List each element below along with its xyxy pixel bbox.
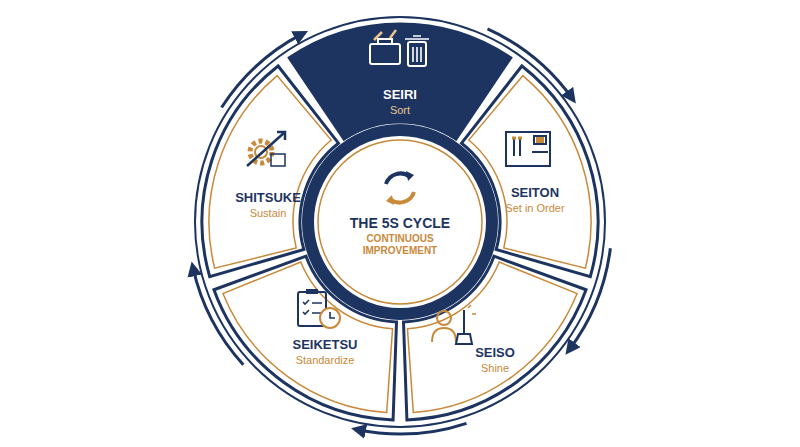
cycle-arrow [193,267,243,364]
standardize-segment: SEIKETSUStandardize [292,337,357,367]
set-in-order-icon [506,132,550,166]
segment-title: THE 5S CYCLE [340,215,460,231]
segment-title: SEISO [475,345,515,361]
set-in-order-segment: SEITONSet in Order [505,185,564,215]
segment-subtitle: CONTINUOUS IMPROVEMENT [340,233,460,257]
segment-subtitle: Standardize [292,353,357,367]
cycle-arrow [487,29,572,99]
segment-title: SHITSUKE [235,190,301,206]
cycle-arrow [569,248,610,350]
center-ring [308,130,492,314]
standardize-icon [298,289,340,328]
center-inner-ring [318,140,482,304]
segment-title: SEITON [505,185,564,201]
sort-segment: SEIRISort [383,87,417,117]
sustain-segment: SHITSUKESustain [235,190,301,220]
segment-subtitle: Sort [383,103,417,117]
outer-ring [195,17,605,427]
shine-icon [432,305,476,344]
segment-title: SEIKETSU [292,337,357,353]
sort-icon [370,30,429,66]
cycle-icon [386,171,414,205]
shine-segment: SEISOShine [475,345,515,375]
center-circle: THE 5S CYCLE CONTINUOUS IMPROVEMENT [340,215,460,257]
cycle-arrow [357,423,467,434]
cycle-arrow [222,34,303,108]
segment-title: SEIRI [383,87,417,103]
segment-subtitle: Sustain [235,206,301,220]
segment-subtitle: Set in Order [505,201,564,215]
sustain-icon [247,132,285,166]
segment-subtitle: Shine [475,361,515,375]
